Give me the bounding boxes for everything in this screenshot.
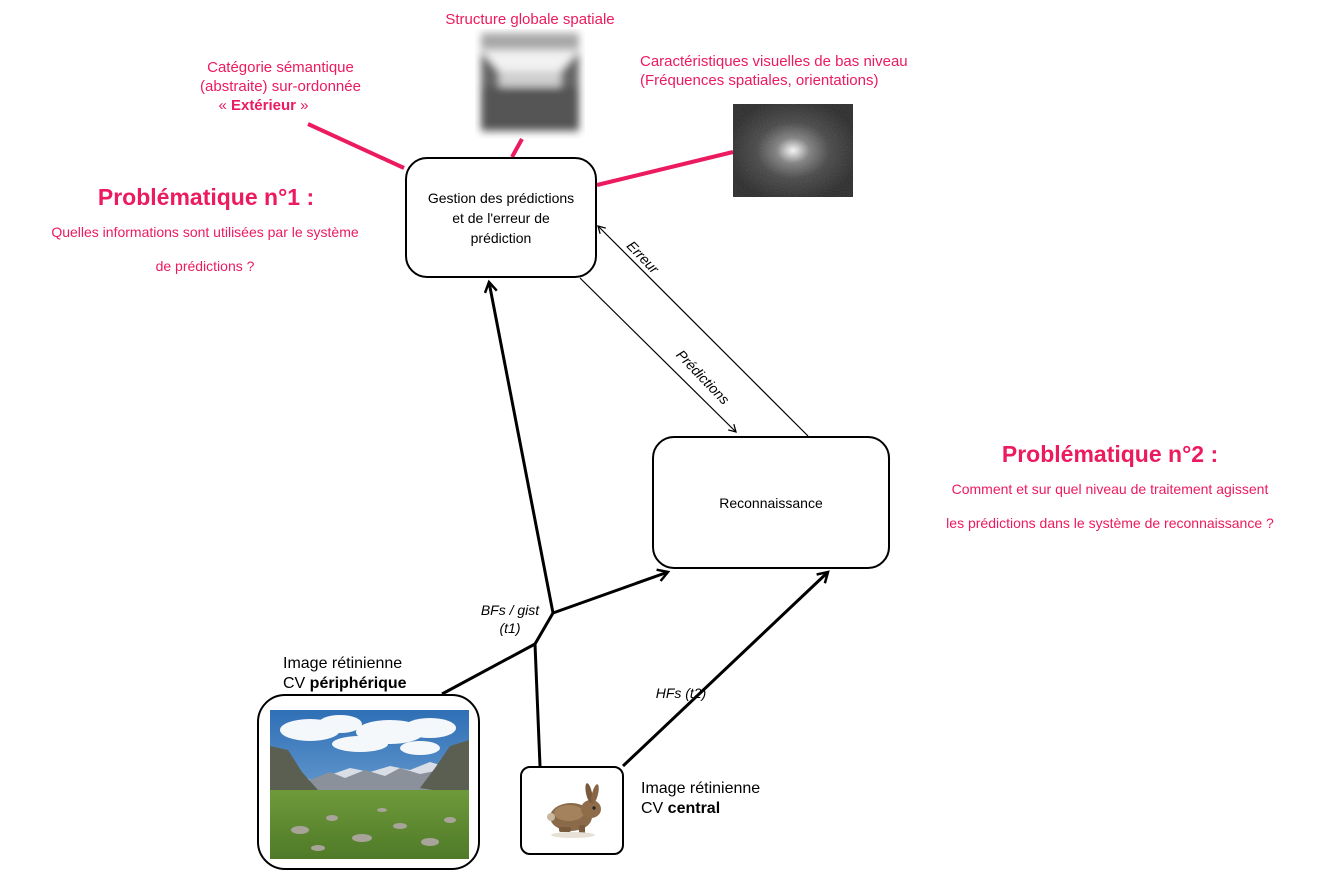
problem1-title: Problématique n°1 : xyxy=(97,184,315,210)
category-bold: Extérieur xyxy=(230,97,297,114)
bfs-line1: BFs / gist xyxy=(480,602,540,618)
features-line1: Caractéristiques visuelles de bas niveau xyxy=(640,53,908,70)
spectrum-thumbnail xyxy=(733,104,853,197)
central-line1: Image rétinienne xyxy=(641,780,761,797)
problem2-line1: Comment et sur quel niveau de traitement… xyxy=(951,481,1269,497)
connector-structure xyxy=(510,138,524,158)
category-line2: (abstraite) sur-ordonnée xyxy=(200,78,361,95)
problem1-line1: Quelles informations sont utilisées par … xyxy=(51,224,359,240)
problem1-line2: de prédictions ? xyxy=(155,258,255,274)
structure-label: Structure globale spatiale xyxy=(445,11,615,28)
features-line2: (Fréquences spatiales, orientations) xyxy=(640,72,879,89)
category-line3: « Extérieur » xyxy=(124,96,403,115)
category-label: Catégorie sémantique (abstraite) sur-ord… xyxy=(158,58,403,115)
landscape-image xyxy=(270,710,469,859)
bfs-line2: (t1) xyxy=(499,620,521,636)
prediction-management-node: Gestion des prédictions et de l'erreur d… xyxy=(405,157,597,278)
arrow-hfs-to-recognition xyxy=(621,572,828,768)
bfs-label: BFs / gist (t1) xyxy=(462,601,558,637)
arrow-bfs-to-recognition xyxy=(552,572,668,615)
connector-category xyxy=(307,122,405,170)
prediction-node-line1: Gestion des prédictions xyxy=(427,189,575,206)
arrow-bfs-to-prediction xyxy=(489,282,555,614)
line-junction xyxy=(533,612,555,645)
category-quote-close: » xyxy=(296,97,309,114)
rabbit-image xyxy=(547,783,601,838)
peripheral-image-frame xyxy=(257,694,480,870)
line-central-to-junction xyxy=(533,643,542,767)
category-line1: Catégorie sémantique xyxy=(207,59,354,76)
peripheral-prefix: CV xyxy=(283,675,310,692)
arrow-predictions xyxy=(579,277,737,433)
prediction-node-line2: et de l'erreur de xyxy=(452,209,550,226)
structure-thumbnail xyxy=(475,29,585,139)
hfs-label: HFs (t2) xyxy=(655,685,707,701)
central-line2: CV central xyxy=(641,799,760,819)
line-peripheral-to-junction xyxy=(441,642,536,696)
problem2: Problématique n°2 : Comment et sur quel … xyxy=(900,440,1320,540)
central-bold: central xyxy=(667,800,721,817)
connector-features xyxy=(596,150,734,187)
central-prefix: CV xyxy=(641,800,668,817)
peripheral-bold: périphérique xyxy=(309,675,407,692)
problem1: Problématique n°1 : Quelles informations… xyxy=(0,183,410,283)
central-image-frame xyxy=(520,766,624,855)
peripheral-line2: CV périphérique xyxy=(283,674,407,694)
structure-blur-image xyxy=(481,33,579,133)
category-quote-open: « xyxy=(218,97,231,114)
spectrum-image xyxy=(733,104,853,197)
recognition-label: Reconnaissance xyxy=(719,494,823,511)
arrow-erreur xyxy=(597,225,809,437)
features-label: Caractéristiques visuelles de bas niveau… xyxy=(640,52,1000,90)
problem2-line2: les prédictions dans le système de recon… xyxy=(946,515,1274,531)
peripheral-line1: Image rétinienne xyxy=(283,655,403,672)
recognition-node: Reconnaissance xyxy=(652,436,890,569)
central-label: Image rétinienne CV central xyxy=(641,779,760,819)
peripheral-label: Image rétinienne CV périphérique xyxy=(283,654,407,694)
problem2-title: Problématique n°2 : xyxy=(1001,441,1219,467)
prediction-node-line3: prédiction xyxy=(470,229,532,246)
